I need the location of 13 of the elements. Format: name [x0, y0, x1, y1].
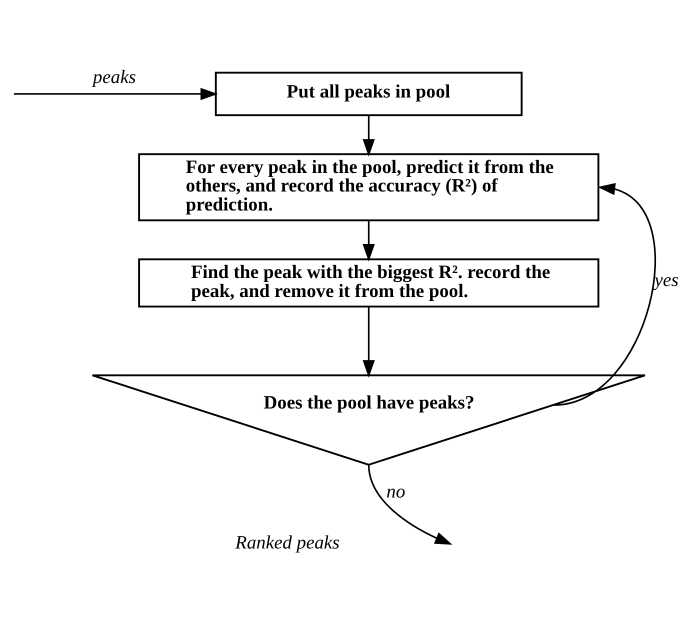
edge-label: yes: [654, 270, 679, 292]
node-box: For every peak in the pool, predict it from the others, and record the accuracy (R²) of prediction.: [138, 153, 600, 222]
arrow: [368, 464, 452, 545]
arrow: [362, 220, 375, 262]
arrow: [362, 115, 375, 157]
label: Ranked peaks: [235, 532, 340, 554]
edge-label: no: [386, 482, 406, 503]
arrow: [554, 182, 656, 406]
edge-label: peaks: [92, 67, 136, 88]
arrow: [362, 306, 375, 378]
node-box: Find the peak with the biggest R². record the peak, and remove it from the pool.: [138, 258, 600, 308]
node-box: Put all peaks in pool: [214, 72, 523, 116]
arrow: [14, 88, 218, 100]
